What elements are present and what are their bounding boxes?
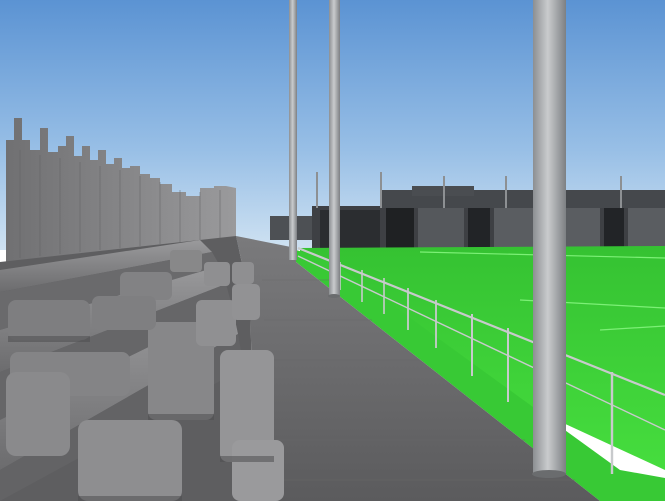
concourse-walkway xyxy=(236,236,600,501)
stand-back-wall xyxy=(6,118,236,262)
floodlight-poles xyxy=(289,0,566,478)
pitch-railing xyxy=(297,246,665,474)
sports-field xyxy=(300,246,665,470)
seat-rows xyxy=(0,240,284,501)
